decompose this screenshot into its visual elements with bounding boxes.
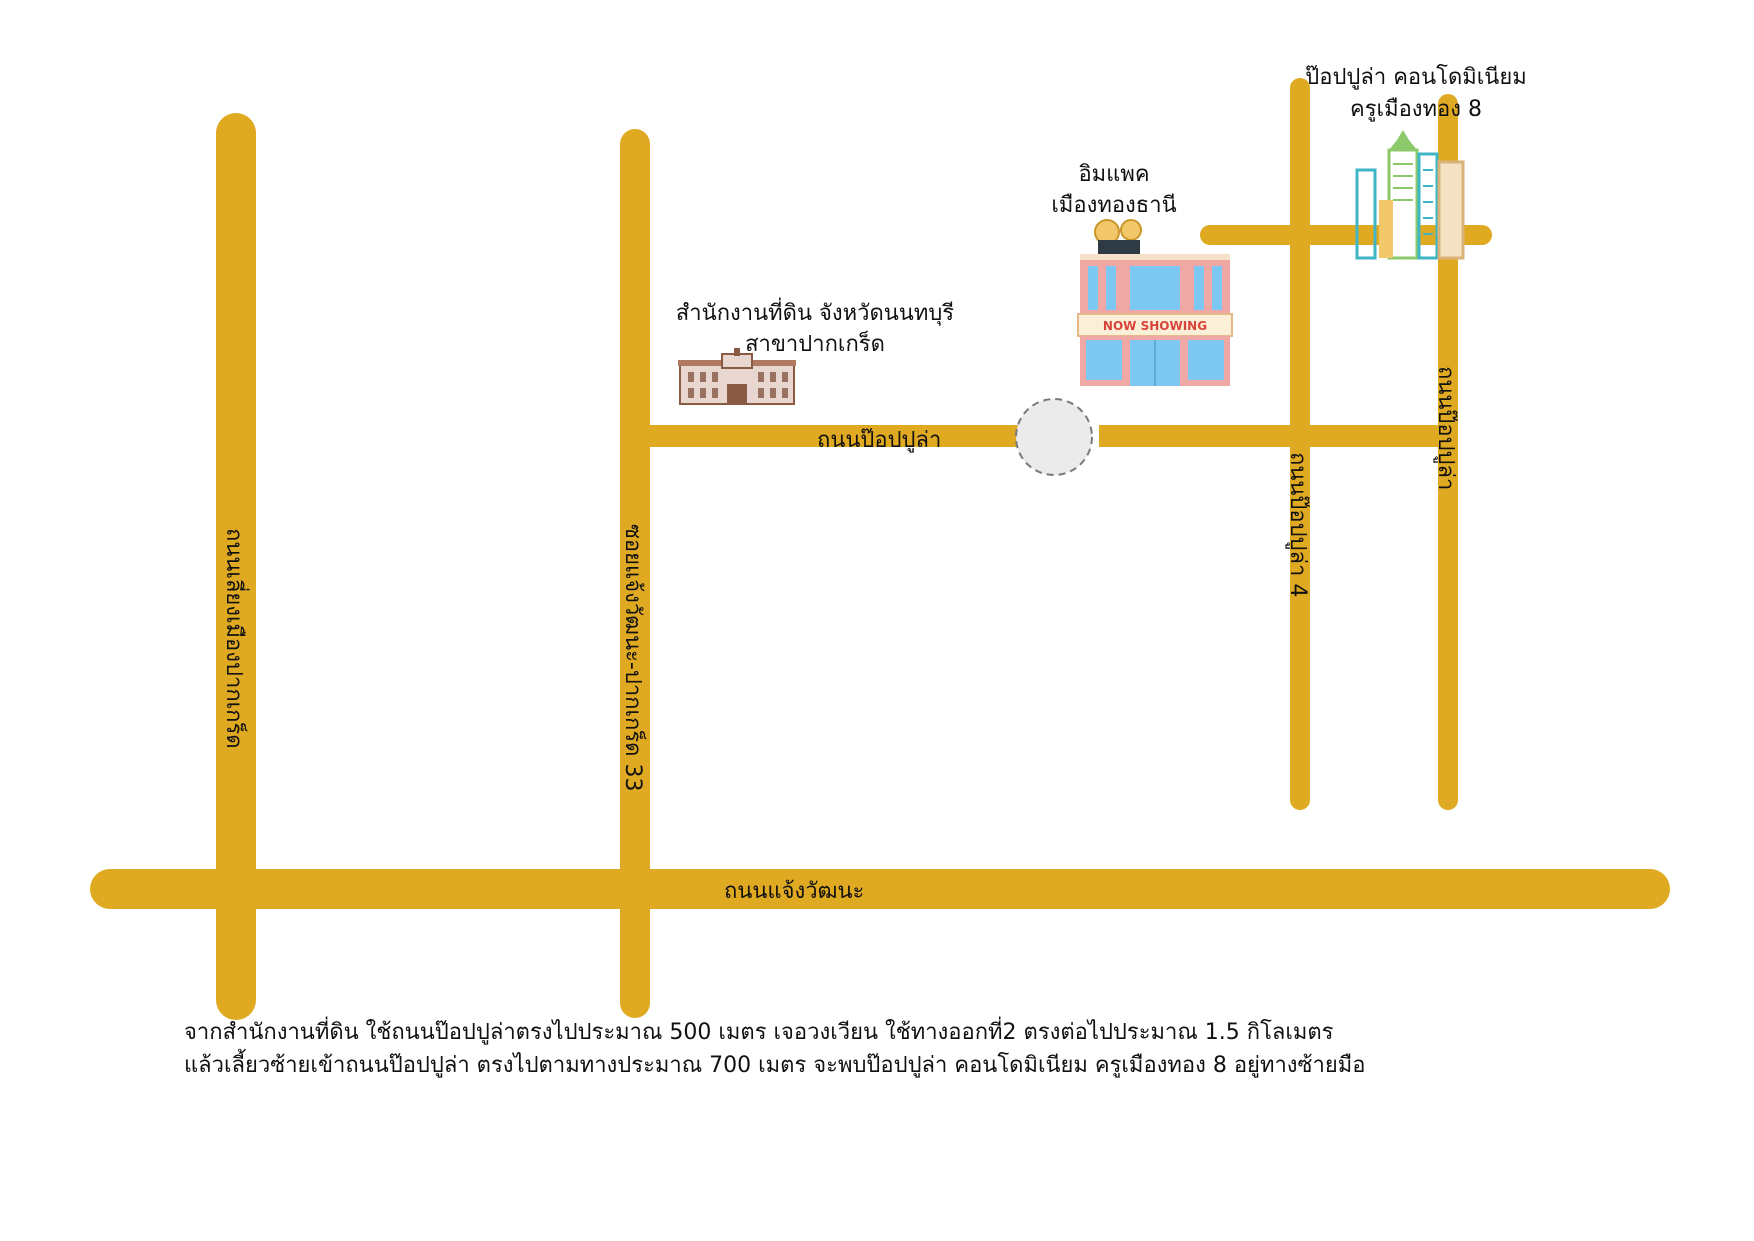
impact-label: อิมแพค เมืองทองธานี (1051, 162, 1176, 218)
roundabout (1015, 398, 1093, 476)
city-buildings-icon (1355, 130, 1465, 260)
land-office-label: สำนักงานที่ดิน จังหวัดนนทบุรี สาขาปากเกร… (676, 297, 954, 357)
impact-area: เมืองทองธานี (1051, 193, 1176, 218)
cinema-window-r2 (1212, 266, 1222, 310)
cinema-upper-glass (1130, 266, 1180, 310)
road-label-popular-main: ถนนป๊อปปูล่า (817, 428, 941, 453)
directions-line-2: แล้วเลี้ยวซ้ายเข้าถนนป๊อปปูล่า ตรงไปตามท… (184, 1053, 1366, 1078)
cinema-building-icon: NOW SHOWING (1077, 219, 1233, 386)
condo-address: ครูเมืองทอง 8 (1350, 97, 1482, 122)
cinema-window-r1 (1194, 266, 1204, 310)
cinema-sign: NOW SHOWING (1103, 319, 1207, 333)
condo-label: ป๊อปปูล่า คอนโดมิเนียม ครูเมืองทอง 8 (1305, 64, 1526, 122)
land-office-name: สำนักงานที่ดิน จังหวัดนนทบุรี (676, 297, 954, 326)
road-label-chaengwattana: ถนนแจ้งวัฒนะ (724, 879, 864, 904)
road-label-liang-mueang: ถนนเลี่ยงเมืองปากเกร็ด (221, 528, 250, 749)
government-building-icon (678, 348, 796, 405)
road-label-soi-33: ซอยแจ้งวัฒนะ-ปากเกร็ด 33 (620, 524, 648, 791)
cinema-window-l1 (1088, 266, 1098, 310)
cinema-window-l2 (1106, 266, 1116, 310)
cinema-lower-window-l (1086, 340, 1122, 380)
impact-name: อิมแพค (1078, 162, 1149, 187)
land-office-branch: สาขาปากเกร็ด (745, 329, 885, 357)
cinema-lower-window-r (1188, 340, 1224, 380)
road-label-popular-4: ถนนป๊อปปูล่า 4 (1285, 452, 1310, 597)
condo-name: ป๊อปปูล่า คอนโดมิเนียม (1305, 64, 1526, 90)
road-label-popular-right: ถนนป๊อปปูล่า (1433, 366, 1458, 490)
directions-line-1: จากสำนักงานที่ดิน ใช้ถนนป๊อปปูล่าตรงไปปร… (184, 1020, 1334, 1045)
